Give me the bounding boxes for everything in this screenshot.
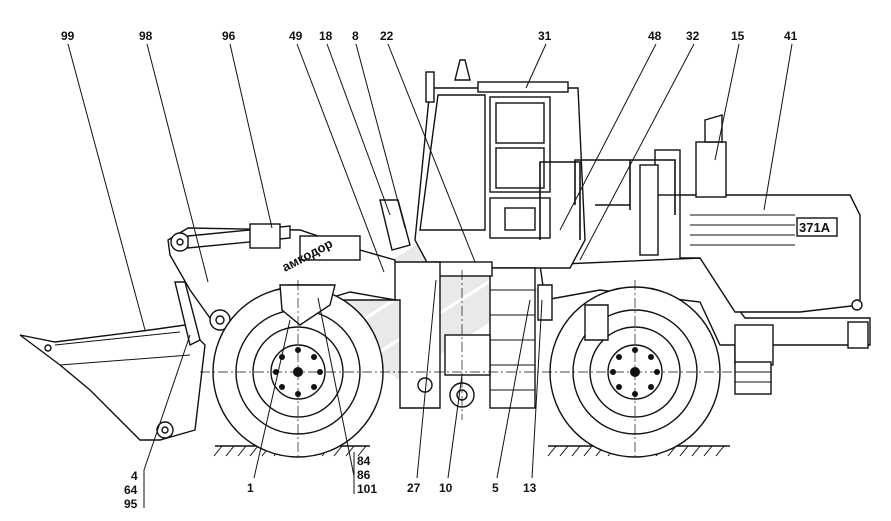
callouts-stack-left: 4 64 95 (124, 469, 138, 511)
callout-64: 64 (124, 483, 138, 497)
callouts-stack-right: 84 86 101 (357, 454, 377, 496)
callout-99: 99 (61, 29, 75, 43)
callout-98: 98 (139, 29, 153, 43)
callout-22: 22 (380, 29, 394, 43)
callout-101: 101 (357, 482, 377, 496)
callout-31: 31 (538, 29, 552, 43)
callout-4: 4 (131, 469, 138, 483)
center-lines (200, 270, 735, 460)
callout-41: 41 (784, 29, 798, 43)
callout-84: 84 (357, 454, 371, 468)
leader-lines (67, 43, 793, 508)
callout-13: 13 (523, 481, 537, 495)
callout-86: 86 (357, 468, 371, 482)
access-ladder (431, 261, 536, 409)
model-badge: 371A (799, 220, 831, 235)
exhaust-stack (639, 114, 727, 256)
callout-18: 18 (319, 29, 333, 43)
callout-15: 15 (731, 29, 745, 43)
callout-32: 32 (686, 29, 700, 43)
callout-96: 96 (222, 29, 236, 43)
callouts-bottom: 1 27 10 5 13 (247, 481, 537, 495)
callout-27: 27 (407, 481, 421, 495)
rear-frame (539, 194, 871, 395)
callout-1: 1 (247, 481, 254, 495)
handrails (539, 159, 676, 240)
callout-49: 49 (289, 29, 303, 43)
callout-10: 10 (439, 481, 453, 495)
callout-95: 95 (124, 497, 138, 511)
callout-5: 5 (492, 481, 499, 495)
bucket (19, 281, 206, 441)
fenders (279, 284, 609, 341)
callouts-top: 99 98 96 49 18 8 22 31 48 32 15 41 (61, 29, 798, 43)
callout-48: 48 (648, 29, 662, 43)
callout-8: 8 (352, 29, 359, 43)
operator-cab (414, 59, 586, 269)
front-frame (329, 261, 491, 409)
